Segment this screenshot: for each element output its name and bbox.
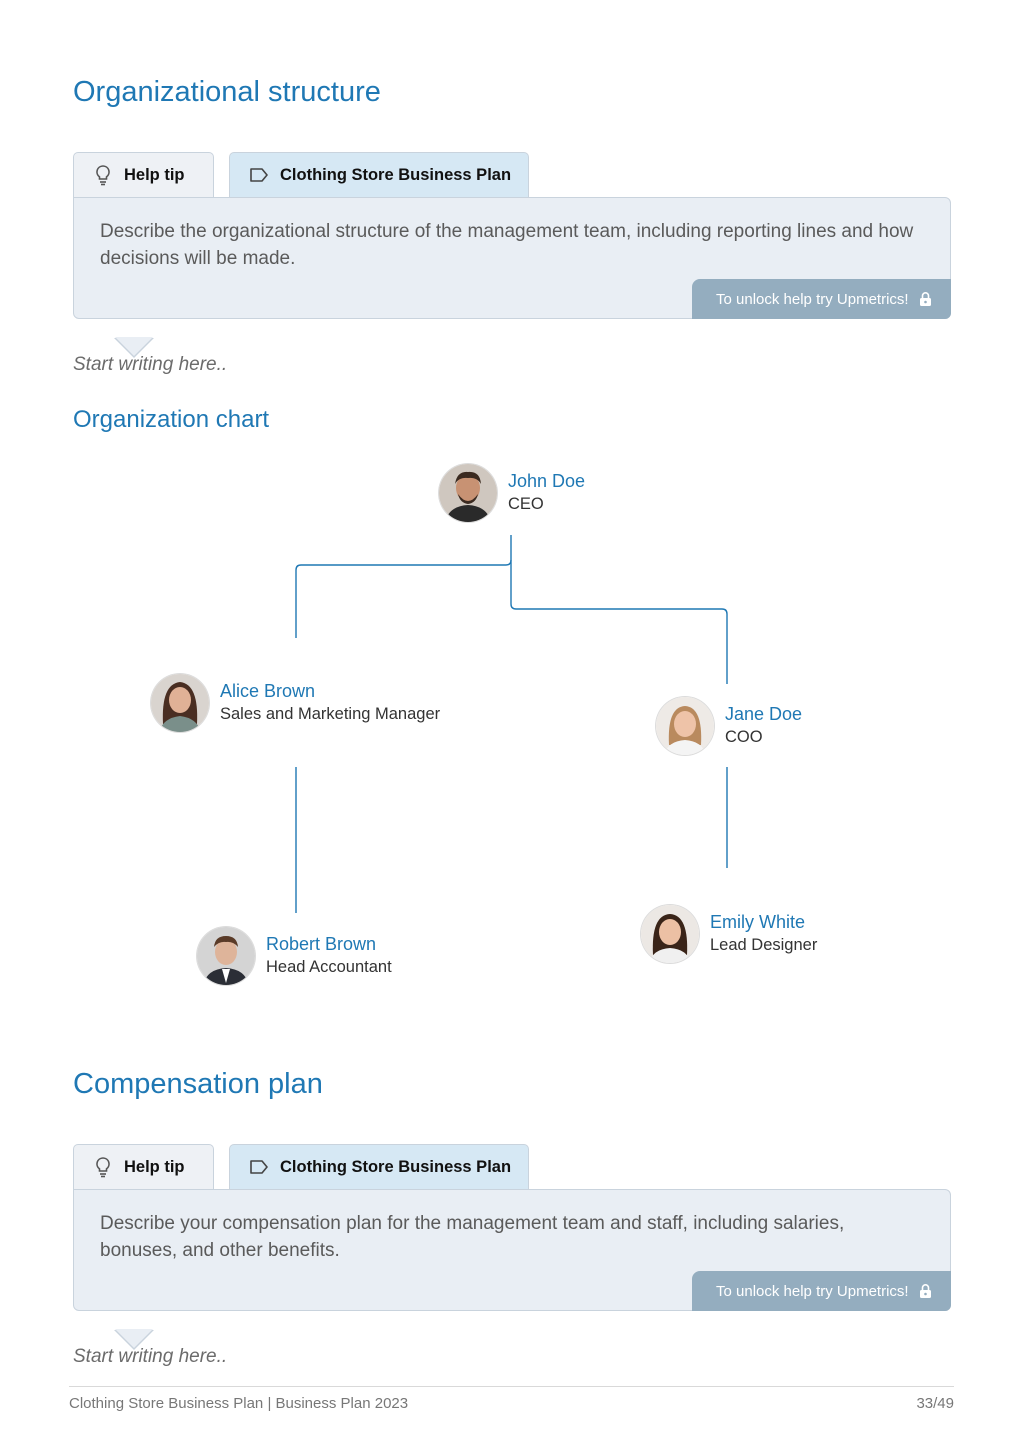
org-node-head-accountant: Robert Brown Head Accountant xyxy=(197,927,392,985)
tab-business-plan[interactable]: Clothing Store Business Plan xyxy=(229,152,529,197)
person-name: Alice Brown xyxy=(220,681,316,701)
org-chart-connectors xyxy=(295,535,728,913)
unlock-label: To unlock help try Upmetrics! xyxy=(716,1282,909,1300)
org-chart-title: Organization chart xyxy=(73,406,270,433)
avatar xyxy=(151,674,209,732)
person-role: Sales and Marketing Manager xyxy=(220,705,441,723)
org-node-ceo: John Doe CEO xyxy=(439,464,585,522)
help-tip-box: Help tip Clothing Store Business Plan De… xyxy=(73,152,951,358)
help-tip-panel: Describe the organizational structure of… xyxy=(73,197,951,358)
person-role: COO xyxy=(725,728,763,746)
help-tip-text: Describe your compensation plan for the … xyxy=(100,1213,845,1261)
person-name: Jane Doe xyxy=(725,704,803,724)
tab-help-tip[interactable]: Help tip xyxy=(73,1144,214,1189)
tab-business-plan-label: Clothing Store Business Plan xyxy=(280,1157,512,1176)
person-role: Head Accountant xyxy=(266,958,392,976)
section-title-compensation-plan: Compensation plan xyxy=(73,1068,323,1100)
connector-ceo-to-sales xyxy=(295,535,512,638)
avatar xyxy=(641,905,699,963)
unlock-upmetrics-button[interactable]: To unlock help try Upmetrics! xyxy=(692,279,951,319)
tab-help-tip[interactable]: Help tip xyxy=(73,152,214,197)
section-title-organizational-structure: Organizational structure xyxy=(73,76,381,108)
unlock-upmetrics-button[interactable]: To unlock help try Upmetrics! xyxy=(692,1271,951,1311)
tab-help-tip-label: Help tip xyxy=(124,1157,185,1176)
avatar xyxy=(656,697,714,755)
tag-icon xyxy=(248,164,270,186)
person-role: Lead Designer xyxy=(710,936,818,954)
help-tip-box: Help tip Clothing Store Business Plan De… xyxy=(73,1144,951,1350)
help-tip-panel: Describe your compensation plan for the … xyxy=(73,1189,951,1350)
avatar xyxy=(197,927,255,985)
footer-divider xyxy=(69,1386,954,1387)
unlock-label: To unlock help try Upmetrics! xyxy=(716,290,909,308)
tag-icon xyxy=(248,1156,270,1178)
person-name: Robert Brown xyxy=(266,934,377,954)
connector-ceo-to-coo xyxy=(510,560,728,684)
org-node-sales-manager: Alice Brown Sales and Marketing Manager xyxy=(151,674,440,732)
lock-icon xyxy=(919,291,932,307)
tab-help-tip-label: Help tip xyxy=(124,165,185,184)
lock-icon xyxy=(919,1283,932,1299)
person-role: CEO xyxy=(508,495,544,513)
person-name: John Doe xyxy=(508,471,586,491)
footer-document-title: Clothing Store Business Plan | Business … xyxy=(69,1395,409,1412)
help-tip-text: Describe the organizational structure of… xyxy=(100,221,914,269)
tab-business-plan[interactable]: Clothing Store Business Plan xyxy=(229,1144,529,1189)
org-node-lead-designer: Emily White Lead Designer xyxy=(641,905,817,963)
writing-placeholder[interactable]: Start writing here.. xyxy=(73,354,228,375)
lightbulb-icon xyxy=(92,1156,114,1178)
page-number: 33/49 xyxy=(916,1395,954,1412)
org-node-coo: Jane Doe COO xyxy=(656,697,802,755)
avatar xyxy=(439,464,497,522)
writing-placeholder[interactable]: Start writing here.. xyxy=(73,1346,228,1367)
person-name: Emily White xyxy=(710,912,806,932)
lightbulb-icon xyxy=(92,164,114,186)
tab-business-plan-label: Clothing Store Business Plan xyxy=(280,165,512,184)
